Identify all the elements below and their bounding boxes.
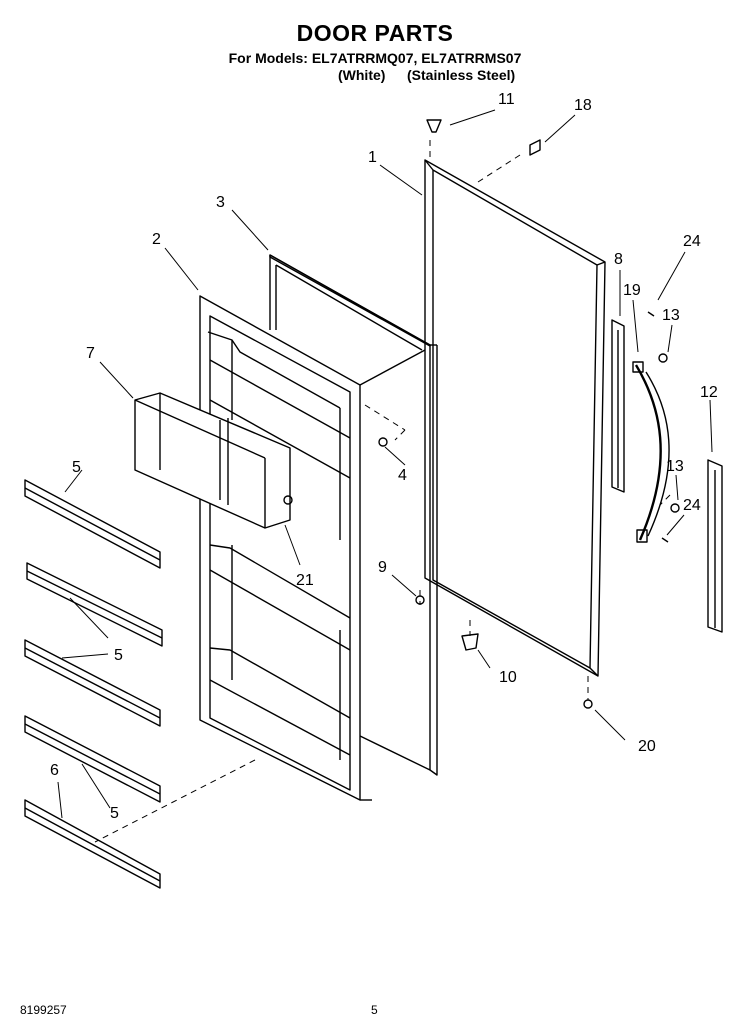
callout-21: 21 bbox=[296, 572, 314, 589]
callout-10: 10 bbox=[499, 669, 517, 686]
callout-19: 19 bbox=[623, 282, 641, 299]
callout-3: 3 bbox=[216, 194, 225, 211]
callout-5c: 5 bbox=[110, 805, 119, 822]
callout-11: 11 bbox=[498, 91, 515, 108]
callout-6: 6 bbox=[50, 762, 59, 779]
part-door-liner bbox=[199, 295, 426, 801]
part-trim-strip-12 bbox=[707, 459, 723, 633]
part-door-handle bbox=[632, 361, 670, 543]
callout-20: 20 bbox=[638, 738, 656, 755]
callout-12: 12 bbox=[700, 384, 718, 401]
part-bin-trim-bars bbox=[24, 479, 163, 889]
callout-9: 9 bbox=[378, 559, 387, 576]
variant-white-label: (White) bbox=[338, 67, 386, 83]
callout-5b: 5 bbox=[114, 647, 123, 664]
callout-1: 1 bbox=[368, 149, 377, 166]
callout-4: 4 bbox=[398, 467, 407, 484]
part-door-bin bbox=[134, 392, 293, 529]
callout-5a: 5 bbox=[72, 459, 81, 476]
page-number: 5 bbox=[371, 1003, 378, 1017]
assembly-dash-lines bbox=[94, 140, 671, 843]
part-outer-door-panel bbox=[424, 159, 606, 677]
callout-2: 2 bbox=[152, 231, 161, 248]
callout-24a: 24 bbox=[683, 233, 701, 250]
callout-13b: 13 bbox=[666, 458, 684, 475]
callout-18: 18 bbox=[574, 97, 592, 114]
document-number: 8199257 bbox=[20, 1003, 67, 1017]
callout-7: 7 bbox=[86, 345, 95, 362]
page-title: DOOR PARTS bbox=[296, 20, 454, 46]
callout-24b: 24 bbox=[683, 497, 701, 514]
leader-arrows bbox=[57, 109, 713, 819]
models-line: For Models: EL7ATRRMQ07, EL7ATRRMS07 bbox=[228, 50, 522, 66]
callout-labels: 11 18 1 3 2 8 24 19 13 7 4 12 5 13 24 21… bbox=[50, 91, 718, 822]
variant-stainless-label: (Stainless Steel) bbox=[407, 67, 516, 83]
part-door-gasket bbox=[269, 254, 438, 776]
part-trim-strip-8 bbox=[611, 319, 625, 493]
part-small-hardware bbox=[378, 119, 680, 709]
callout-13a: 13 bbox=[662, 307, 680, 324]
callout-8: 8 bbox=[614, 251, 623, 268]
